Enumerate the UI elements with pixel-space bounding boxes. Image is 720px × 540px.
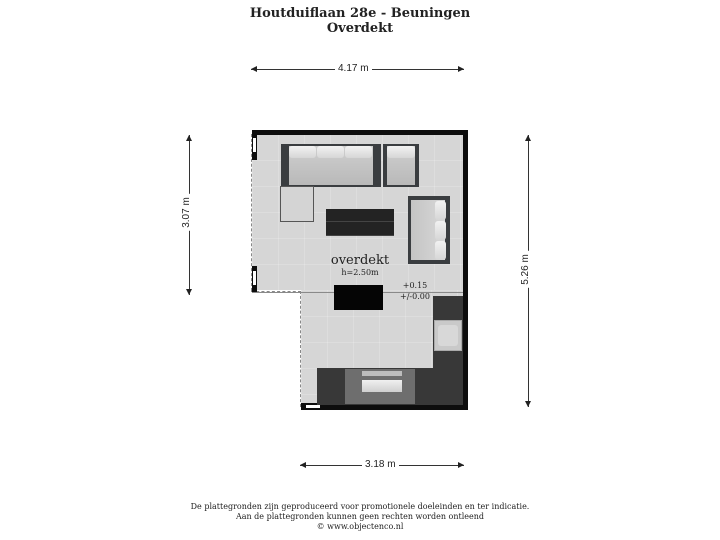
dimension-label-right: 5.26 m (519, 251, 531, 288)
sofa-cushion (435, 201, 446, 220)
arrow-right-icon (458, 462, 464, 468)
arrow-down-icon (186, 289, 192, 295)
dimension-left: 3.07 m (180, 135, 196, 295)
dimension-label-left: 3.07 m (180, 194, 192, 231)
level-lower-label: +/-0.00 (400, 292, 430, 301)
room-label: overdekt h=2.50m (320, 253, 400, 278)
arrow-down-icon (525, 401, 531, 407)
sofa-cushion (317, 146, 344, 158)
fireplace-unit (345, 369, 415, 404)
three-seat-sofa (281, 144, 381, 187)
arrow-left-icon (251, 66, 257, 72)
dimension-label-bottom: 3.18 m (362, 459, 399, 470)
floorplan-title-block: Houtduiflaan 28e - Beuningen Overdekt (0, 6, 720, 36)
post-bottom-left (252, 266, 257, 292)
arrow-right-icon (458, 66, 464, 72)
disclaimer-line-2: Aan de plattegronden kunnen geen rechten… (235, 512, 485, 521)
wall-bottom (301, 405, 468, 410)
copyright-line: © www.objectenco.nl (316, 522, 404, 531)
disclaimer-line-1: De plattegronden zijn geproduceerd voor … (190, 502, 530, 511)
sink (434, 320, 462, 351)
right-sofa (408, 196, 450, 264)
coffee-table (326, 209, 394, 236)
room-height: h=2.50m (341, 268, 379, 277)
sofa-cushion (345, 146, 372, 158)
sofa-cushion (435, 221, 446, 240)
sofa-cushion (289, 146, 316, 158)
post-bottom (301, 403, 323, 410)
wall-right (463, 130, 468, 410)
level-upper-label: +0.15 (402, 281, 428, 290)
post-top-left (252, 134, 257, 160)
arrow-up-icon (186, 135, 192, 141)
armchair-cushion (387, 146, 415, 158)
dining-bench (334, 285, 383, 310)
dimension-top: 4.17 m (251, 63, 464, 76)
arrow-up-icon (525, 135, 531, 141)
sofa-cushion (435, 241, 446, 260)
room-name: overdekt (330, 253, 390, 268)
disclaimer-footer: De plattegronden zijn geproduceerd voor … (0, 502, 720, 532)
wall-top (252, 130, 468, 135)
open-edge-left-lower (300, 291, 301, 407)
open-edge-left-upper (251, 134, 252, 291)
dimension-label-top: 4.17 m (335, 63, 372, 74)
armchair (383, 144, 419, 187)
arrow-left-icon (300, 462, 306, 468)
dimension-bottom: 3.18 m (300, 459, 464, 472)
floor-plan: overdekt h=2.50m +0.15 +/-0.00 (250, 130, 468, 410)
page-subtitle: Overdekt (326, 21, 394, 36)
side-table (280, 186, 314, 222)
page-title: Houtduiflaan 28e - Beuningen (249, 6, 471, 21)
open-edge-step (251, 291, 301, 292)
dimension-right: 5.26 m (519, 135, 535, 407)
